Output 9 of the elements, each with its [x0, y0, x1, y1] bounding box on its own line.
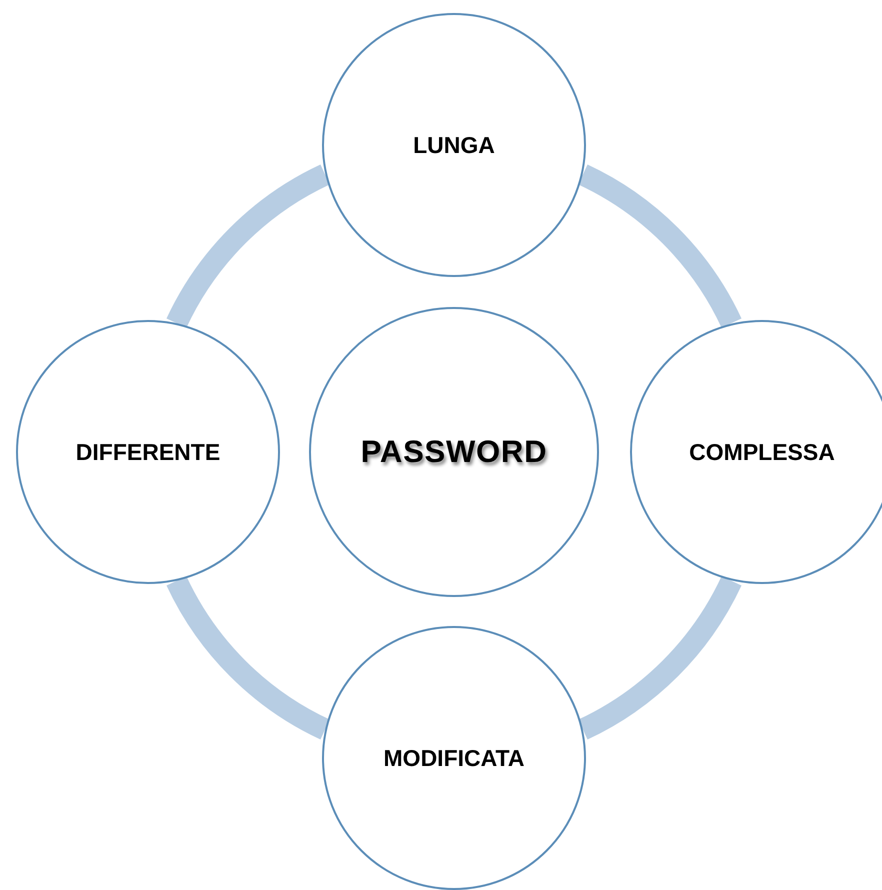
node-label: LUNGA — [413, 130, 495, 160]
node-label: MODIFICATA — [384, 744, 524, 773]
node-label: DIFFERENTE — [76, 438, 220, 467]
node-label: COMPLESSA — [689, 438, 835, 467]
ring-connector — [166, 164, 330, 328]
ring-connector — [578, 164, 742, 328]
ring-connector — [578, 576, 742, 740]
ring-connector — [166, 576, 330, 740]
node-label: PASSWORD — [360, 432, 548, 471]
